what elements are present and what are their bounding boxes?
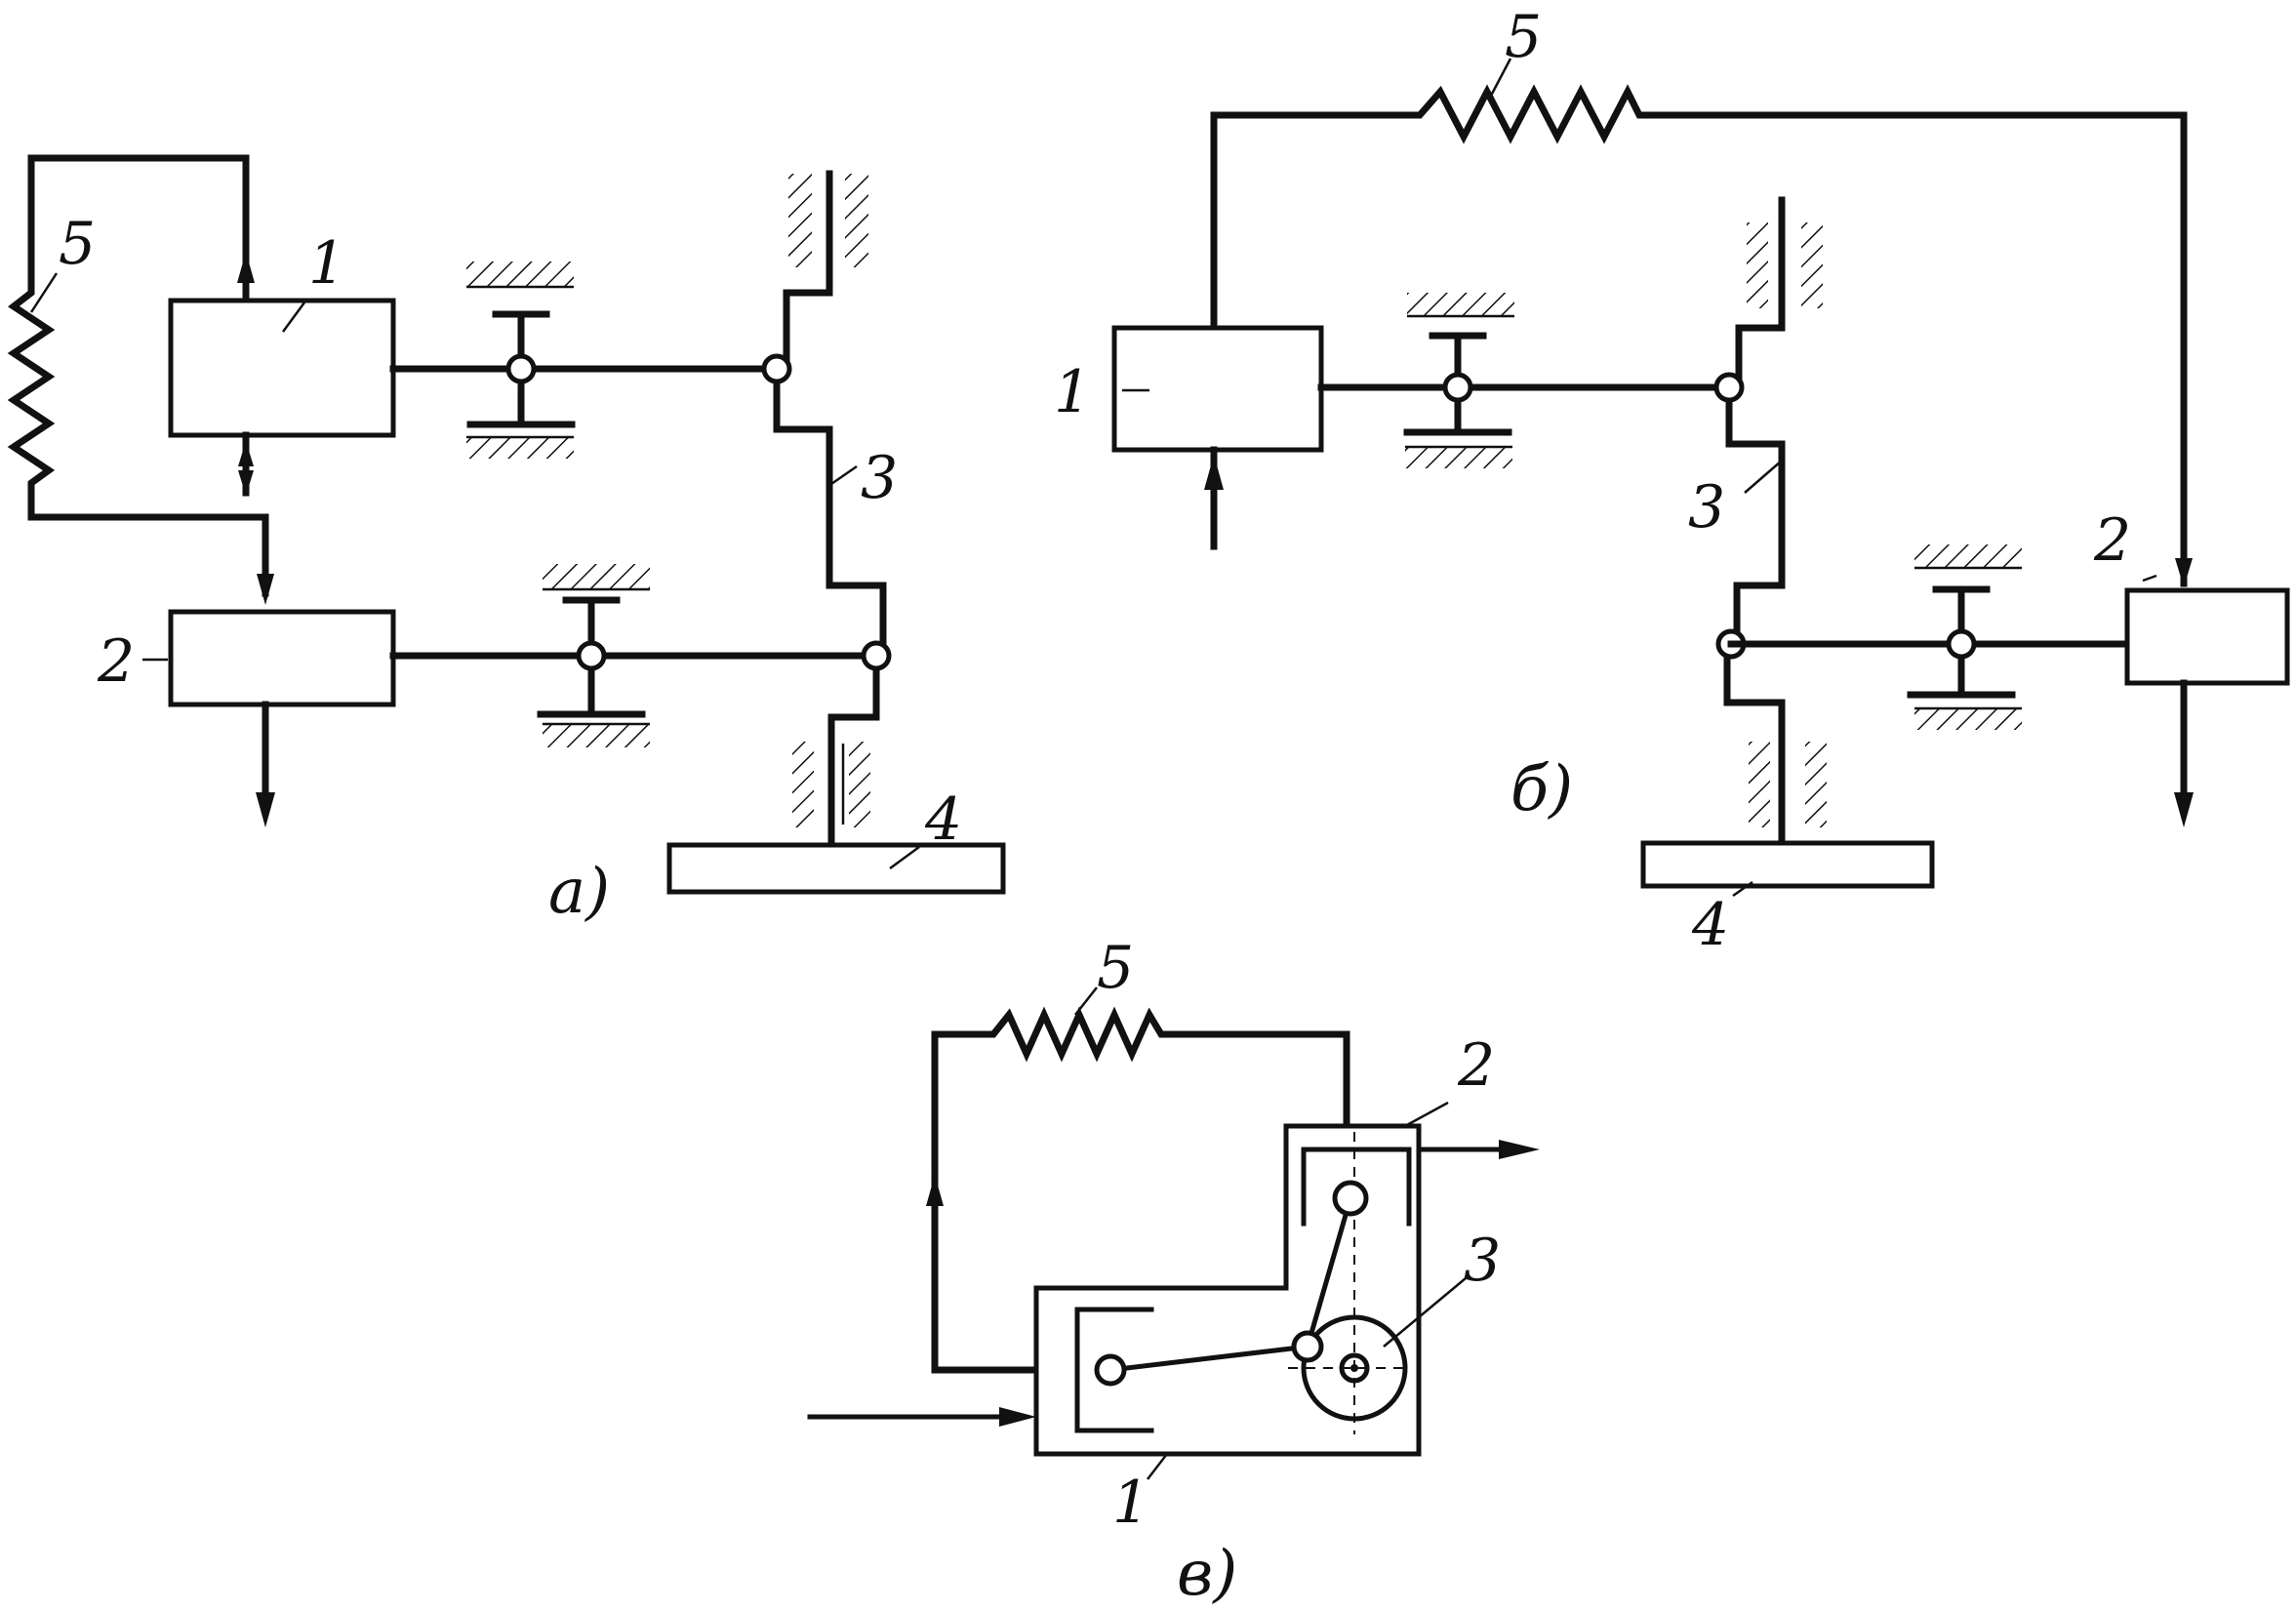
label-1-b: 1 <box>1054 358 1091 426</box>
label-2-a: 2 <box>97 627 135 696</box>
label-3-c: 3 <box>1464 1227 1501 1295</box>
label-4-a: 4 <box>924 785 962 854</box>
plate-4-b <box>1640 840 1935 889</box>
guide-joint-1-b <box>1442 372 1473 403</box>
guide-joint-2-b <box>1946 628 1977 660</box>
feedback-line-b <box>1210 84 2188 587</box>
crank-pin-c <box>1291 1330 1324 1363</box>
label-1-c: 1 <box>1112 1469 1149 1537</box>
feedback-line-c <box>931 1006 1350 1374</box>
arrow-into-block-1-c <box>999 1407 1036 1427</box>
label-3-b: 3 <box>1688 473 1725 542</box>
arrow-into-block-2-a <box>257 574 274 605</box>
block-1-b <box>1111 325 1324 453</box>
caption-b: б) <box>1511 753 1573 826</box>
arrow-out-block-2-c <box>1499 1140 1540 1159</box>
label-2-c: 2 <box>1457 1031 1495 1100</box>
label-5-c: 5 <box>1097 934 1134 1002</box>
piston-pin-1-c <box>1094 1353 1127 1387</box>
block-2-b <box>2124 587 2290 686</box>
guide-joint-1-a <box>505 353 537 384</box>
block-2-a <box>168 609 396 707</box>
arrow-up-c <box>926 1175 944 1206</box>
figure-b: 1 2 3 4 5 б) <box>1054 3 2290 959</box>
arrow-out-block-2-b <box>2174 792 2194 827</box>
link-3-b <box>1723 196 1786 847</box>
arrow-into-block-1-b <box>1204 455 1224 490</box>
plate-4-a <box>666 842 1006 895</box>
label-3-a: 3 <box>861 444 898 512</box>
arrow-out-block-2-a <box>256 792 275 827</box>
figure-a: 1 2 3 4 5 а) <box>7 154 1006 928</box>
block-1-a <box>168 298 396 438</box>
figure-c: 1 2 3 5 в) <box>807 934 1540 1610</box>
pivot-lower-a <box>861 640 892 671</box>
arrow-into-block-1-a <box>237 252 255 283</box>
label-5-a: 5 <box>59 210 96 278</box>
pivot-upper-b <box>1713 372 1745 403</box>
piston-pin-2-c <box>1332 1180 1369 1217</box>
label-4-b: 4 <box>1691 891 1729 959</box>
link-3-a <box>773 170 887 853</box>
label-5-b: 5 <box>1505 3 1542 71</box>
guide-joint-2-a <box>576 640 607 671</box>
label-1-a: 1 <box>308 229 345 298</box>
pivot-upper-a <box>761 353 792 384</box>
caption-a: а) <box>548 856 610 928</box>
label-2-b: 2 <box>2093 506 2131 575</box>
arrow-into-block-2-b <box>2175 558 2193 587</box>
caption-c: в) <box>1177 1538 1237 1610</box>
